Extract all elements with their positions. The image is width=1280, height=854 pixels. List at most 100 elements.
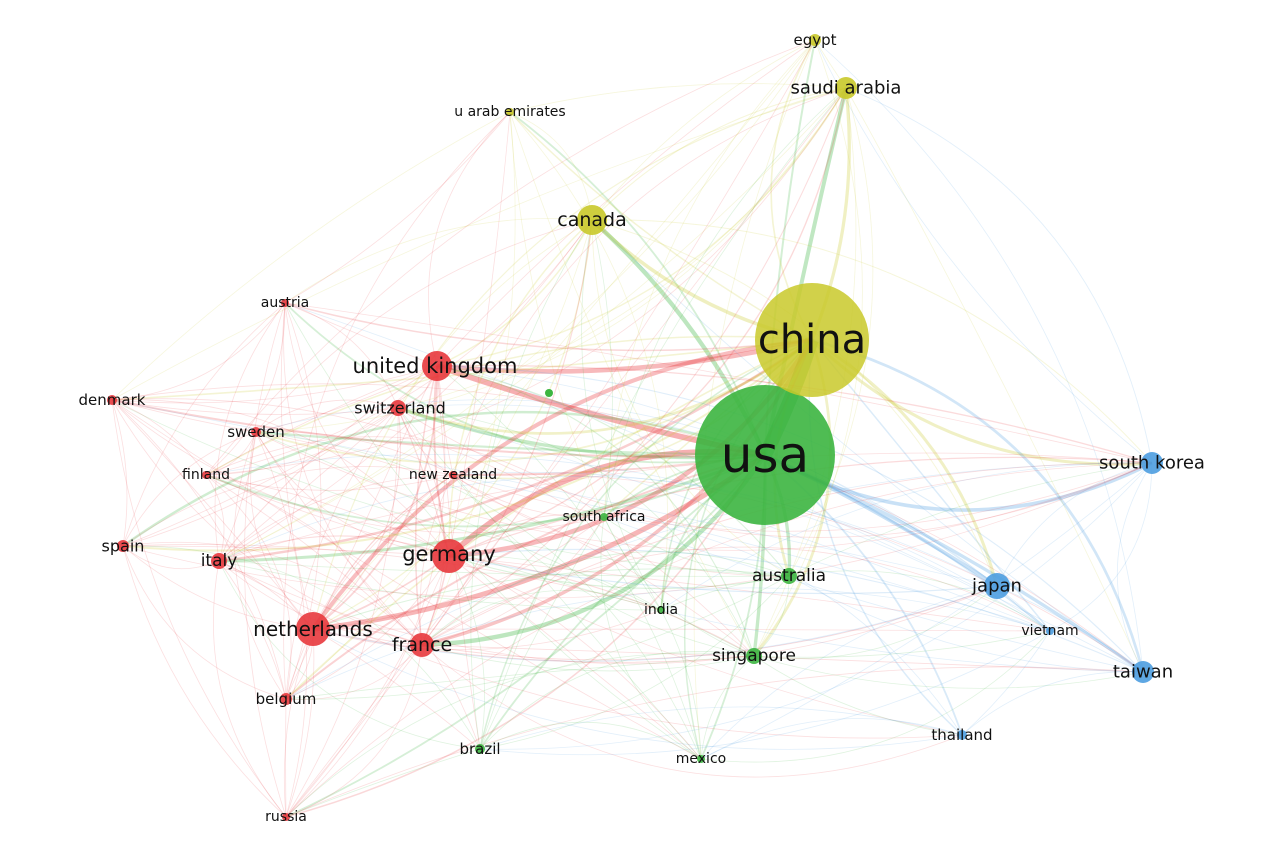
node-austria[interactable] [281, 299, 289, 307]
link-germany-australia [448, 555, 790, 590]
link-switzerland-belgium [285, 407, 399, 700]
node-unlabeled-0[interactable] [545, 389, 553, 397]
link-germany-spain [122, 545, 450, 557]
link-france-vietnam [421, 546, 1051, 646]
link-taiwan-egypt [814, 39, 1144, 673]
node-brazil[interactable] [475, 744, 485, 754]
node-sweden[interactable] [251, 427, 261, 437]
link-canada-south_africa [591, 219, 613, 518]
node-russia[interactable] [282, 813, 290, 821]
link-taiwan-india [660, 609, 1144, 673]
link-sweden-denmark [111, 399, 257, 433]
node-thailand[interactable] [957, 730, 967, 740]
link-saudi_arabia-taiwan [845, 87, 1144, 673]
link-canada-belgium [285, 219, 593, 700]
node-spain[interactable] [117, 540, 129, 552]
node-egypt[interactable] [809, 34, 821, 46]
node-mexico[interactable] [697, 755, 705, 763]
node-belgium[interactable] [280, 693, 292, 705]
link-united_kingdom-egypt [436, 39, 816, 367]
link-austria-u_arab_emirates [284, 111, 511, 304]
node-japan[interactable] [984, 573, 1010, 599]
link-china-switzerland [397, 338, 813, 435]
link-spain-belgium [122, 545, 287, 700]
link-netherlands-sweden [250, 431, 314, 630]
link-germany-japan [448, 555, 998, 595]
node-france[interactable] [410, 633, 434, 657]
label-mexico: mexico [676, 751, 726, 767]
link-singapore-new_zealand [452, 474, 755, 657]
link-u_arab_emirates-india [509, 111, 668, 611]
node-south-africa[interactable] [600, 513, 608, 521]
node-singapore[interactable] [746, 648, 762, 664]
link-france-u_arab_emirates [421, 111, 516, 646]
link-netherlands-egypt [312, 39, 816, 630]
link-switzerland-finland [205, 407, 399, 476]
node-netherlands[interactable] [296, 612, 330, 646]
link-singapore-switzerland [397, 407, 755, 657]
link-japan-sweden [255, 399, 998, 587]
link-france-singapore [421, 644, 755, 672]
link-india-mexico [660, 609, 702, 760]
node-italy[interactable] [211, 553, 227, 569]
node-canada[interactable] [577, 205, 607, 235]
node-india[interactable] [657, 606, 665, 614]
node-united-kingdom[interactable] [422, 351, 452, 381]
label-belgium: belgium [256, 690, 317, 708]
link-united_kingdom-australia [436, 365, 790, 577]
node-switzerland[interactable] [390, 400, 406, 416]
node-new-zealand[interactable] [449, 471, 457, 479]
link-mexico-thailand [700, 718, 963, 760]
node-usa[interactable] [695, 385, 835, 525]
link-netherlands-spain [122, 545, 314, 630]
link-sweden-new_zealand [255, 431, 454, 476]
link-italy-spain [122, 545, 220, 570]
link-canada-sweden [255, 219, 593, 433]
link-finland-egypt [205, 39, 816, 476]
label-india: india [644, 602, 678, 618]
link-saudi_arabia-south_africa [603, 87, 847, 518]
node-denmark[interactable] [107, 395, 117, 405]
link-south_africa-brazil [479, 516, 605, 750]
link-china-austria [284, 302, 813, 352]
link-finland-new_zealand [205, 474, 454, 491]
node-china[interactable] [755, 283, 869, 397]
link-canada-switzerland [397, 219, 593, 409]
link-japan-mexico [700, 585, 998, 760]
link-south_korea-australia [788, 462, 1153, 577]
node-australia[interactable] [781, 568, 797, 584]
link-germany-canada [448, 219, 593, 557]
link-germany-austria [284, 302, 450, 557]
link-italy-finland [205, 474, 225, 562]
node-u-arab-emirates[interactable] [506, 108, 514, 116]
node-finland[interactable] [202, 471, 210, 479]
link-spain-india [122, 544, 662, 611]
link-france-thailand [421, 644, 963, 778]
link-germany-finland [205, 474, 450, 557]
link-finland-austria [205, 302, 286, 476]
label-germany: germany [402, 542, 496, 566]
link-denmark-south_africa [111, 399, 605, 534]
link-united_kingdom-belgium [285, 365, 438, 700]
link-united_kingdom-austria [284, 302, 438, 367]
link-canada-taiwan [591, 219, 1144, 673]
node-vietnam[interactable] [1046, 627, 1054, 635]
label-finland: finland [182, 467, 230, 483]
node-south-korea[interactable] [1141, 452, 1163, 474]
link-usa-belgium [285, 454, 766, 700]
node-taiwan[interactable] [1132, 661, 1154, 683]
link-usa-austria [284, 302, 766, 464]
link-south_africa-mexico [600, 516, 702, 760]
link-canada-finland [205, 219, 593, 476]
node-germany[interactable] [432, 539, 466, 573]
link-usa-italy [218, 453, 766, 563]
node-saudi-arabia[interactable] [835, 77, 857, 99]
link-germany-singapore [448, 555, 755, 657]
label-taiwan: taiwan [1113, 662, 1173, 683]
link-sweden-finland [205, 431, 257, 476]
label-denmark: denmark [79, 391, 146, 409]
link-south_africa-thailand [603, 516, 963, 736]
link-spain-sweden [122, 431, 257, 547]
link-saudi_arabia-finland [205, 87, 847, 476]
label-vietnam: vietnam [1021, 623, 1078, 639]
